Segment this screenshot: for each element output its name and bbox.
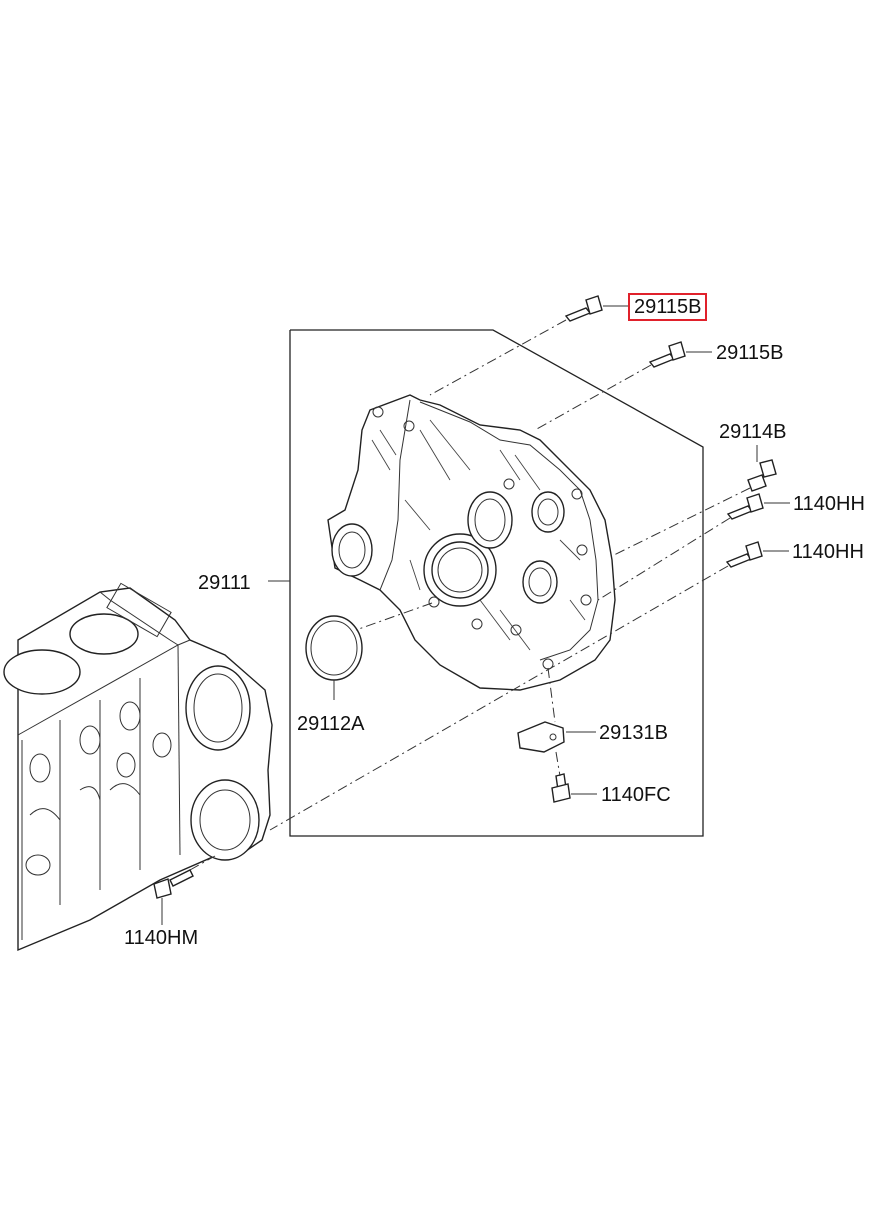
assembly-frame (268, 329, 704, 837)
bolt-1140hh-lower (725, 541, 789, 568)
part-label-1140fc[interactable]: 1140FC (601, 784, 671, 806)
part-label-29115b[interactable]: 29115B (716, 342, 784, 364)
bolt-29114b (747, 445, 777, 492)
part-label-1140hh-lower[interactable]: 1140HH (792, 541, 864, 563)
part-label-1140hh-upper[interactable]: 1140HH (793, 493, 865, 515)
bolt-29115b-top (564, 295, 628, 322)
cover-plate (517, 721, 596, 753)
part-label-29112a[interactable]: 29112A (297, 713, 365, 735)
bolt-1140hh-upper (726, 493, 790, 520)
part-label-29131b[interactable]: 29131B (599, 722, 668, 744)
seal-ring (305, 615, 363, 700)
part-label-29111[interactable]: 29111 (198, 572, 251, 594)
bolt-1140fc (551, 773, 597, 803)
bolt-29115b-second (648, 341, 712, 368)
part-label-1140hm[interactable]: 1140HM (124, 927, 199, 949)
bolt-1140hm (153, 869, 194, 925)
alignment-lines (189, 319, 751, 871)
part-label-29114b[interactable]: 29114B (719, 421, 787, 443)
flywheel-housing (327, 394, 616, 691)
part-label-29115b-highlighted[interactable]: 29115B (628, 293, 708, 321)
engine-block (3, 582, 273, 952)
